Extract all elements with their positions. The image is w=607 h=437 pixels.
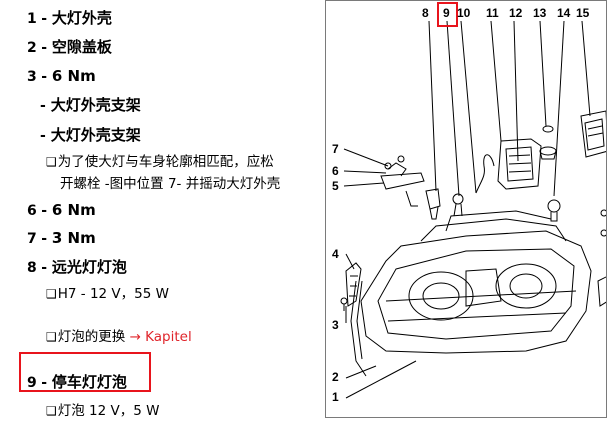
list-item-1: 1 - 大灯外壳	[27, 9, 112, 27]
item-title: 大灯外壳支架	[50, 126, 141, 144]
callout-15: 15	[576, 6, 590, 20]
callout-4: 4	[332, 247, 339, 261]
callout-13: 13	[533, 6, 547, 20]
note-text: 灯泡 12 V，5 W	[57, 403, 160, 419]
callout-12: 12	[509, 6, 523, 20]
list-subitem-3b: - 大灯外壳支架	[40, 126, 141, 144]
callout-1: 1	[332, 390, 339, 404]
note-line: ❑灯泡的更换 → Kapitel	[46, 328, 192, 346]
note-text: 为了使大灯与车身轮廓相匹配，应松	[57, 154, 274, 170]
list-subitem-3a: - 大灯外壳支架	[40, 96, 141, 114]
item-number: 3	[27, 69, 37, 85]
item-title: 6 Nm	[51, 67, 96, 85]
callout-9: 9	[443, 6, 450, 20]
note-text: H7 - 12 V，55 W	[57, 286, 169, 302]
list-item-2: 2 - 空隙盖板	[27, 38, 112, 56]
bullet-box-icon: ❑	[46, 330, 57, 344]
item-number: 7	[27, 231, 37, 247]
item-title: 大灯外壳支架	[50, 96, 141, 114]
callout-14: 14	[557, 6, 571, 20]
callout-2: 2	[332, 370, 339, 384]
headlight-drawing	[340, 2, 606, 399]
item-number: 1	[27, 11, 37, 27]
callout-10: 10	[457, 6, 471, 20]
highlight-box-item-9	[19, 352, 151, 392]
callout-7: 7	[332, 142, 339, 156]
callout-8: 8	[422, 6, 429, 20]
parts-list: 1 - 大灯外壳 2 - 空隙盖板 3 - 6 Nm - 大灯外壳支架 - 大灯…	[19, 9, 280, 420]
list-item-9: 9 - 停车灯灯泡	[27, 373, 127, 391]
item-number: 6	[27, 203, 37, 219]
note-line: ❑为了使大灯与车身轮廓相匹配，应松	[46, 153, 274, 171]
highlight-label-9	[437, 2, 458, 27]
callout-3: 3	[332, 318, 339, 332]
callout-11: 11	[486, 6, 499, 20]
kapitel-link[interactable]: → Kapitel	[129, 329, 192, 345]
item-title: 3 Nm	[51, 229, 96, 247]
item-number: 8	[27, 260, 37, 276]
list-item-8: 8 - 远光灯灯泡	[27, 258, 127, 276]
list-item-3: 3 - 6 Nm	[27, 67, 96, 85]
note-line: ❑H7 - 12 V，55 W	[46, 285, 169, 303]
list-item-6: 6 - 6 Nm	[27, 201, 96, 219]
note-text: 开螺栓 -图中位置 7- 并摇动大灯外壳	[60, 176, 281, 192]
note-line: 开螺栓 -图中位置 7- 并摇动大灯外壳	[60, 175, 280, 193]
note-line: ❑灯泡 12 V，5 W	[46, 402, 160, 420]
item-number: 9	[27, 375, 37, 391]
headlight-exploded-diagram: 8 9 10 11 12 13 14 15 7 6 5 4 3 2 1	[325, 0, 607, 418]
bullet-box-icon: ❑	[46, 155, 57, 169]
callout-5: 5	[332, 179, 339, 193]
bullet-box-icon: ❑	[46, 287, 57, 301]
bullet-box-icon: ❑	[46, 404, 57, 418]
callout-6: 6	[332, 164, 339, 178]
note-text: 灯泡的更换	[57, 329, 126, 345]
item-title: 空隙盖板	[51, 38, 112, 56]
item-title: 大灯外壳	[51, 9, 112, 27]
item-number: 2	[27, 40, 37, 56]
item-title: 停车灯灯泡	[51, 373, 127, 391]
list-item-7: 7 - 3 Nm	[27, 229, 96, 247]
item-title: 6 Nm	[51, 201, 96, 219]
item-title: 远光灯灯泡	[51, 258, 127, 276]
